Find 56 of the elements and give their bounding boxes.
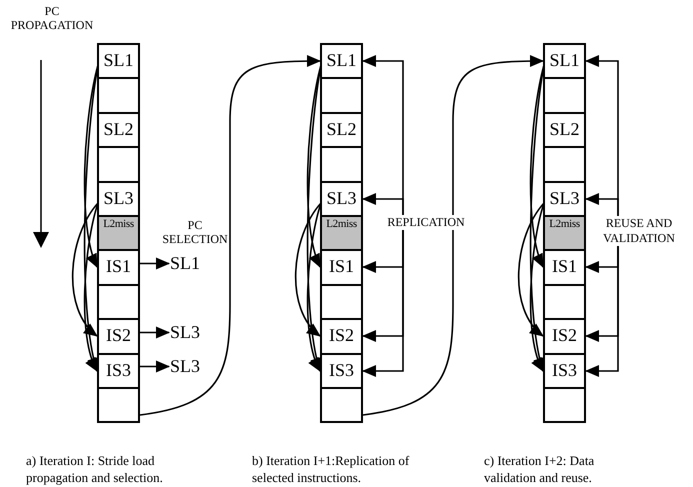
empty-cell [320, 387, 363, 424]
table-cell: SL2 [97, 112, 140, 148]
arrow [140, 55, 321, 416]
table-cell: IS3 [543, 352, 586, 389]
arrow [72, 202, 99, 337]
empty-cell [97, 146, 140, 183]
table-cell: IS1 [97, 249, 140, 286]
empty-cell [97, 77, 140, 114]
arrow [585, 246, 619, 377]
arrow [140, 258, 170, 270]
table-cell: SL3 [543, 180, 586, 217]
table-cell: IS3 [320, 352, 363, 389]
table-cell: IS1 [320, 249, 363, 286]
empty-cell [543, 77, 586, 114]
selected-load: SL1 [170, 253, 200, 274]
table-cell: SL2 [543, 112, 586, 148]
table-cell: IS2 [543, 318, 586, 355]
panel-caption: a) Iteration I: Stride load propagation and selection. [26, 452, 164, 486]
shaded-cell: L2miss [320, 215, 363, 252]
arrow [362, 193, 404, 215]
table-cell: SL1 [320, 43, 363, 80]
table-cell: SL2 [320, 112, 363, 148]
shaded-cell: L2miss [97, 215, 140, 252]
empty-cell [543, 284, 586, 320]
arrow [585, 193, 619, 216]
arrow [362, 55, 544, 416]
annotation-label: PC SELECTION [161, 218, 229, 246]
table-cell: IS1 [543, 249, 586, 286]
arrow [518, 202, 545, 337]
selected-load: SL3 [170, 356, 200, 377]
table-cell: SL1 [543, 43, 586, 80]
table-cell: SL3 [97, 180, 140, 217]
table-cell: IS2 [97, 318, 140, 355]
panel-caption: c) Iteration I+2: Data validation and reuse. [484, 452, 596, 486]
shaded-cell: L2miss [543, 215, 586, 252]
panel-caption: b) Iteration I+1:Replication of selected instructions. [252, 452, 410, 486]
empty-cell [320, 146, 363, 183]
empty-cell [320, 284, 363, 320]
axis-label: PC PROPAGATION [10, 4, 94, 32]
empty-cell [97, 284, 140, 320]
empty-cell [543, 387, 586, 424]
selected-load: SL3 [170, 322, 200, 343]
empty-cell [97, 387, 140, 424]
arrow [530, 64, 545, 268]
table-cell: IS2 [320, 318, 363, 355]
arrow [294, 202, 322, 337]
table-cell: IS3 [97, 352, 140, 389]
table-cell: SL3 [320, 180, 363, 217]
table-cell: SL1 [97, 43, 140, 80]
arrow [140, 360, 170, 372]
empty-cell [543, 146, 586, 183]
empty-cell [320, 77, 363, 114]
arrow [362, 230, 404, 377]
arrow [84, 64, 99, 268]
arrow [306, 64, 322, 268]
arrow [140, 326, 170, 338]
